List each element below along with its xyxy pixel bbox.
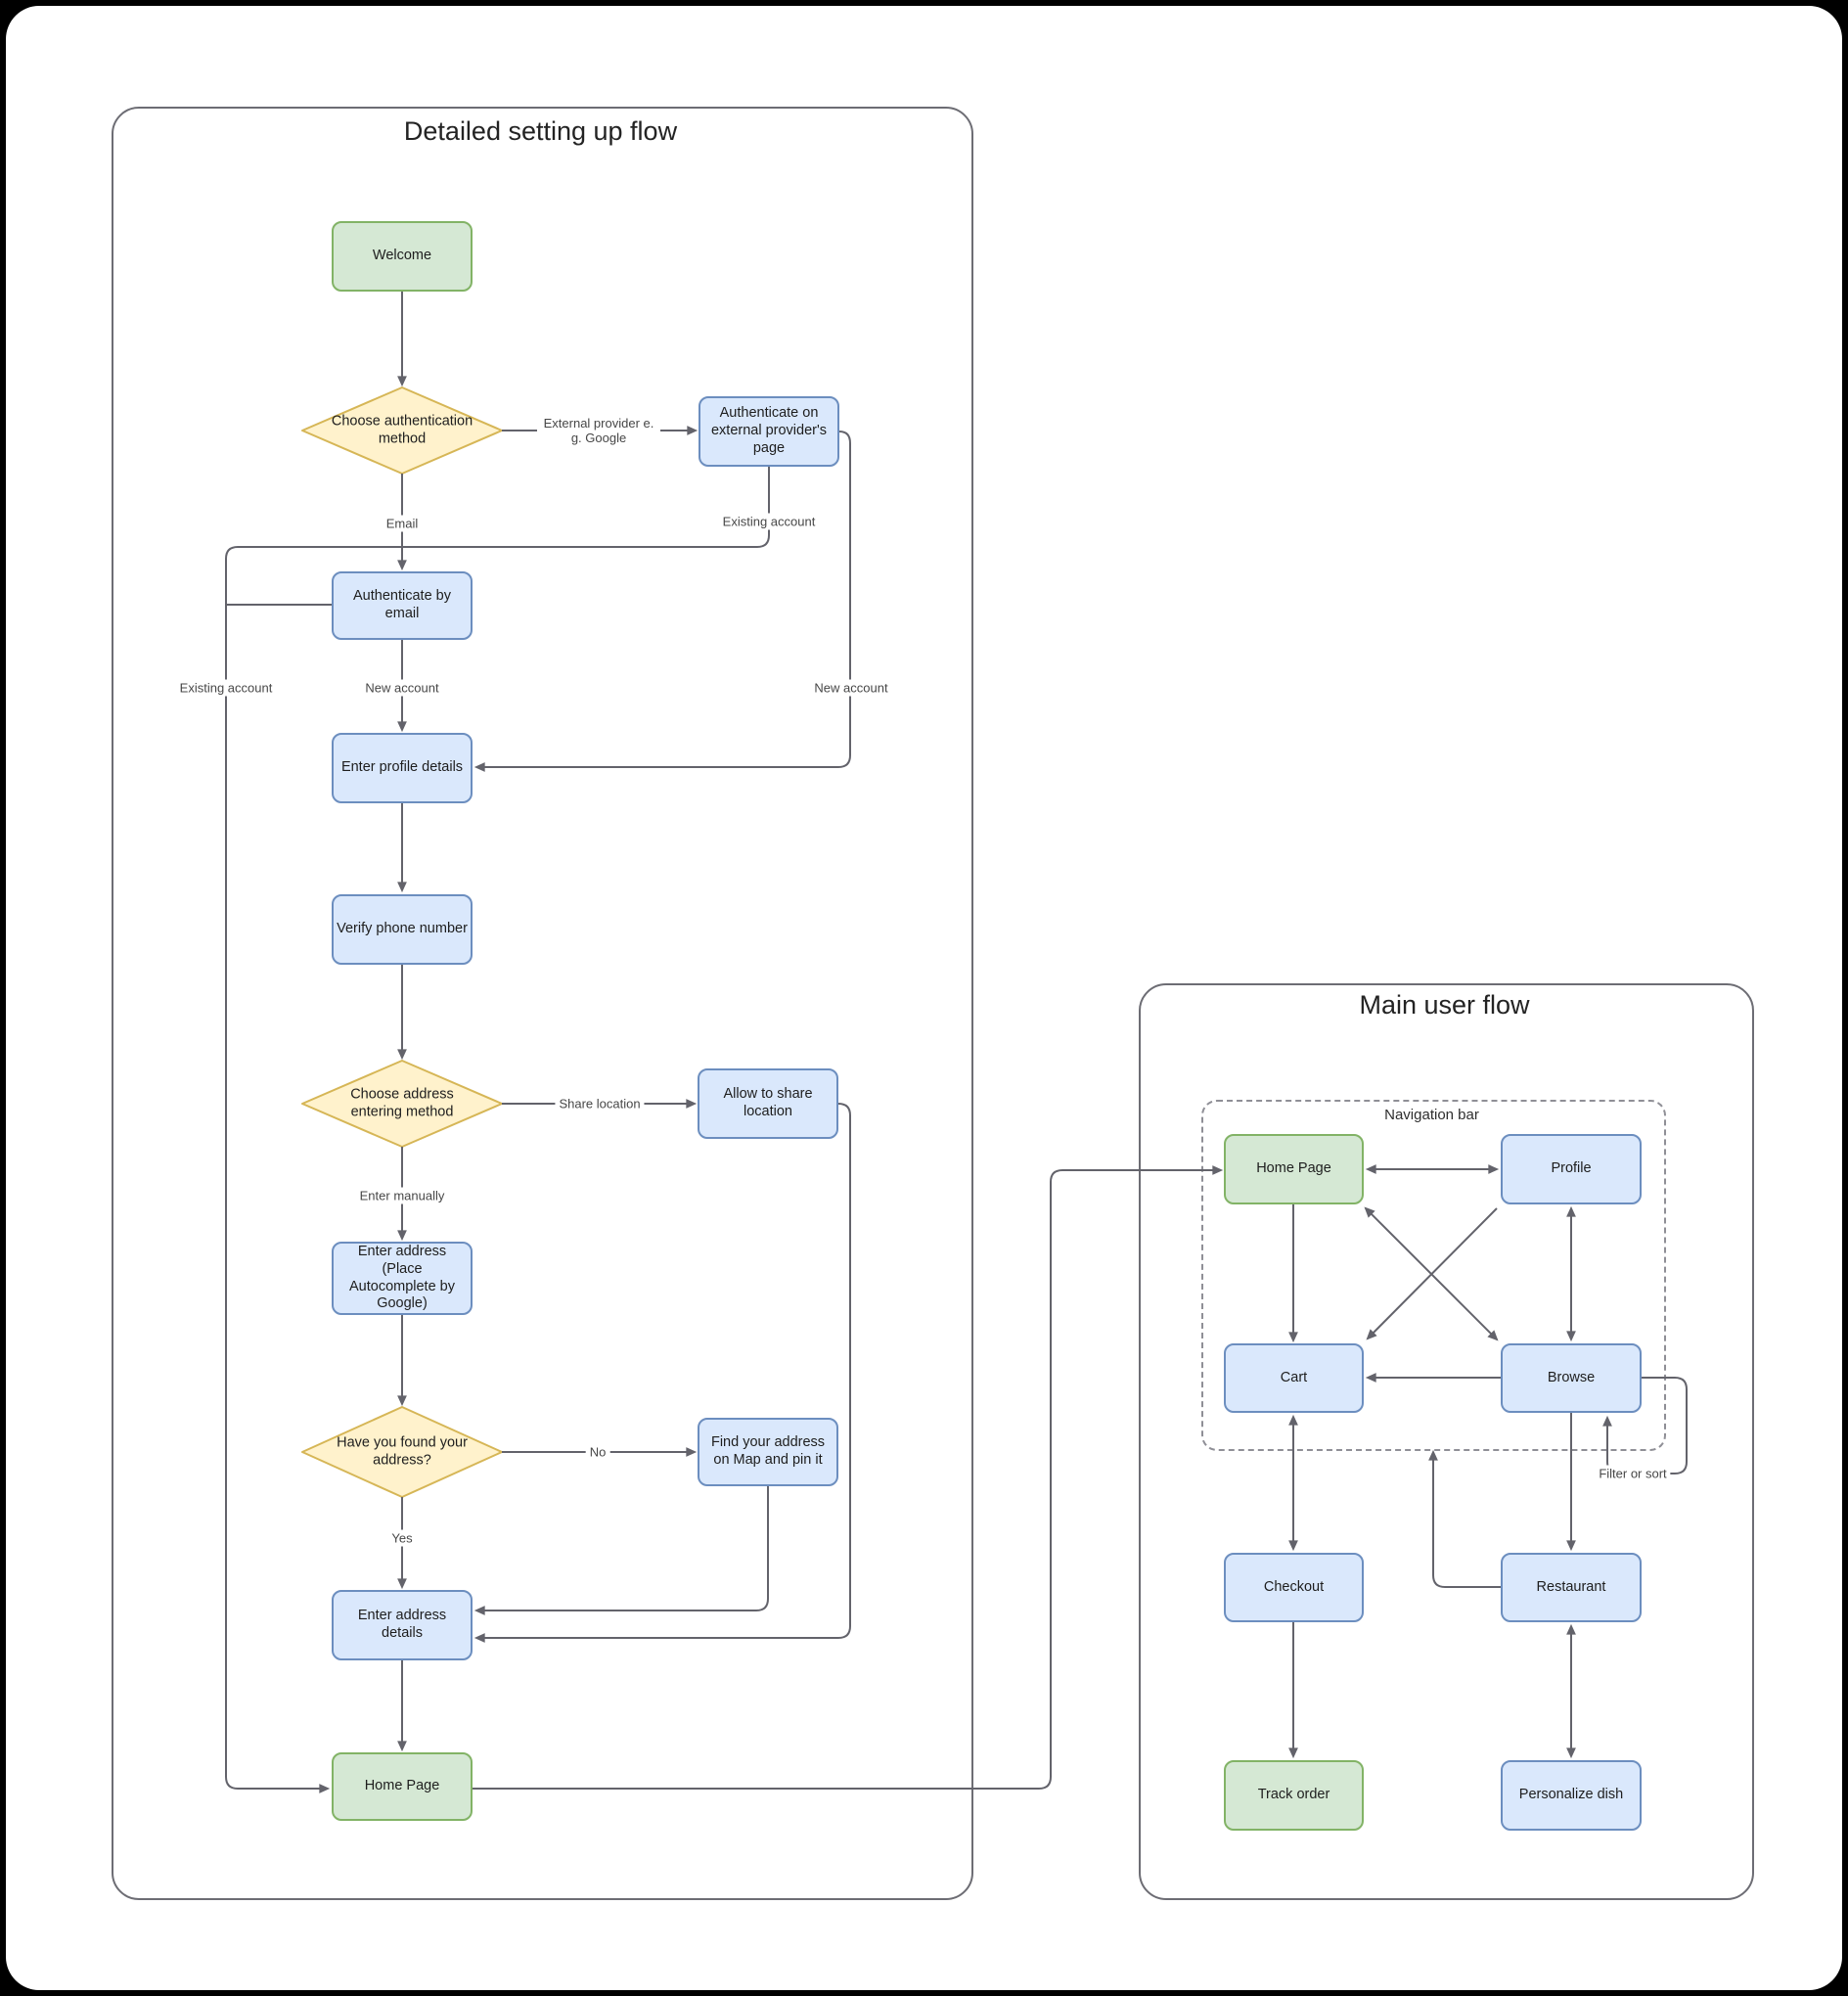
edge-label-existing-account-right: Existing account <box>718 513 820 530</box>
edge-label-new-account-right: New account <box>810 679 892 697</box>
node-personalize-dish: Personalize dish <box>1501 1760 1642 1831</box>
edge-profile-to-cart-diagonal <box>1366 1207 1498 1340</box>
edge-external-new-to-profile-details <box>473 431 851 772</box>
label-choose-address: Choose address entering method <box>350 1086 454 1119</box>
edge-label-yes: Yes <box>387 1529 417 1547</box>
node-restaurant: Restaurant <box>1501 1553 1642 1622</box>
node-cart: Cart <box>1224 1343 1364 1413</box>
node-enter-address-details: Enter address details <box>332 1590 473 1660</box>
node-checkout: Checkout <box>1224 1553 1364 1622</box>
node-track-order: Track order <box>1224 1760 1364 1831</box>
edge-label-filter-or-sort: Filter or sort <box>1595 1465 1671 1482</box>
edge-label-enter-manually: Enter manually <box>355 1187 449 1204</box>
label-choose-auth: Choose authentication method <box>331 413 473 446</box>
node-authenticate-external: Authenticate on external provider's page <box>699 396 839 467</box>
main-flow-title: Main user flow <box>1359 990 1530 1020</box>
setup-flow-panel <box>112 107 973 1900</box>
node-home-page-main: Home Page <box>1224 1134 1364 1204</box>
edge-label-share-location: Share location <box>555 1095 645 1112</box>
edge-home-setup-to-home-main <box>473 1165 1224 1790</box>
node-profile: Profile <box>1501 1134 1642 1204</box>
setup-flow-title: Detailed setting up flow <box>403 116 678 146</box>
edge-label-no: No <box>585 1443 610 1461</box>
edge-label-existing-account-left: Existing account <box>175 679 277 697</box>
node-find-address-on-map: Find your address on Map and pin it <box>698 1418 838 1486</box>
label-found-address: Have you found your address? <box>337 1434 468 1468</box>
edge-label-new-account-left: New account <box>361 679 443 697</box>
edge-find-map-to-details <box>473 1486 769 1615</box>
node-enter-address-autocomplete: Enter address (Place Autocomplete by Goo… <box>332 1242 473 1315</box>
node-verify-phone: Verify phone number <box>332 894 473 965</box>
main-flow-panel <box>1139 983 1754 1900</box>
navigation-bar-label: Navigation bar <box>1384 1107 1479 1123</box>
node-browse: Browse <box>1501 1343 1642 1413</box>
edge-external-existing-to-home <box>225 467 770 1793</box>
node-allow-share-location: Allow to share location <box>698 1068 838 1139</box>
node-welcome: Welcome <box>332 221 473 292</box>
edge-label-email: Email <box>382 515 423 532</box>
diagram-canvas: Detailed setting up flow Main user flow … <box>6 6 1842 1990</box>
node-enter-profile-details: Enter profile details <box>332 733 473 803</box>
node-authenticate-email: Authenticate by email <box>332 571 473 640</box>
edge-label-external-provider: External provider e. g. Google <box>537 415 660 446</box>
edge-allow-share-to-details <box>473 1103 851 1643</box>
connector-layer <box>225 292 1688 1793</box>
node-home-page-setup: Home Page <box>332 1752 473 1821</box>
edge-restaurant-to-navbar <box>1428 1449 1501 1588</box>
